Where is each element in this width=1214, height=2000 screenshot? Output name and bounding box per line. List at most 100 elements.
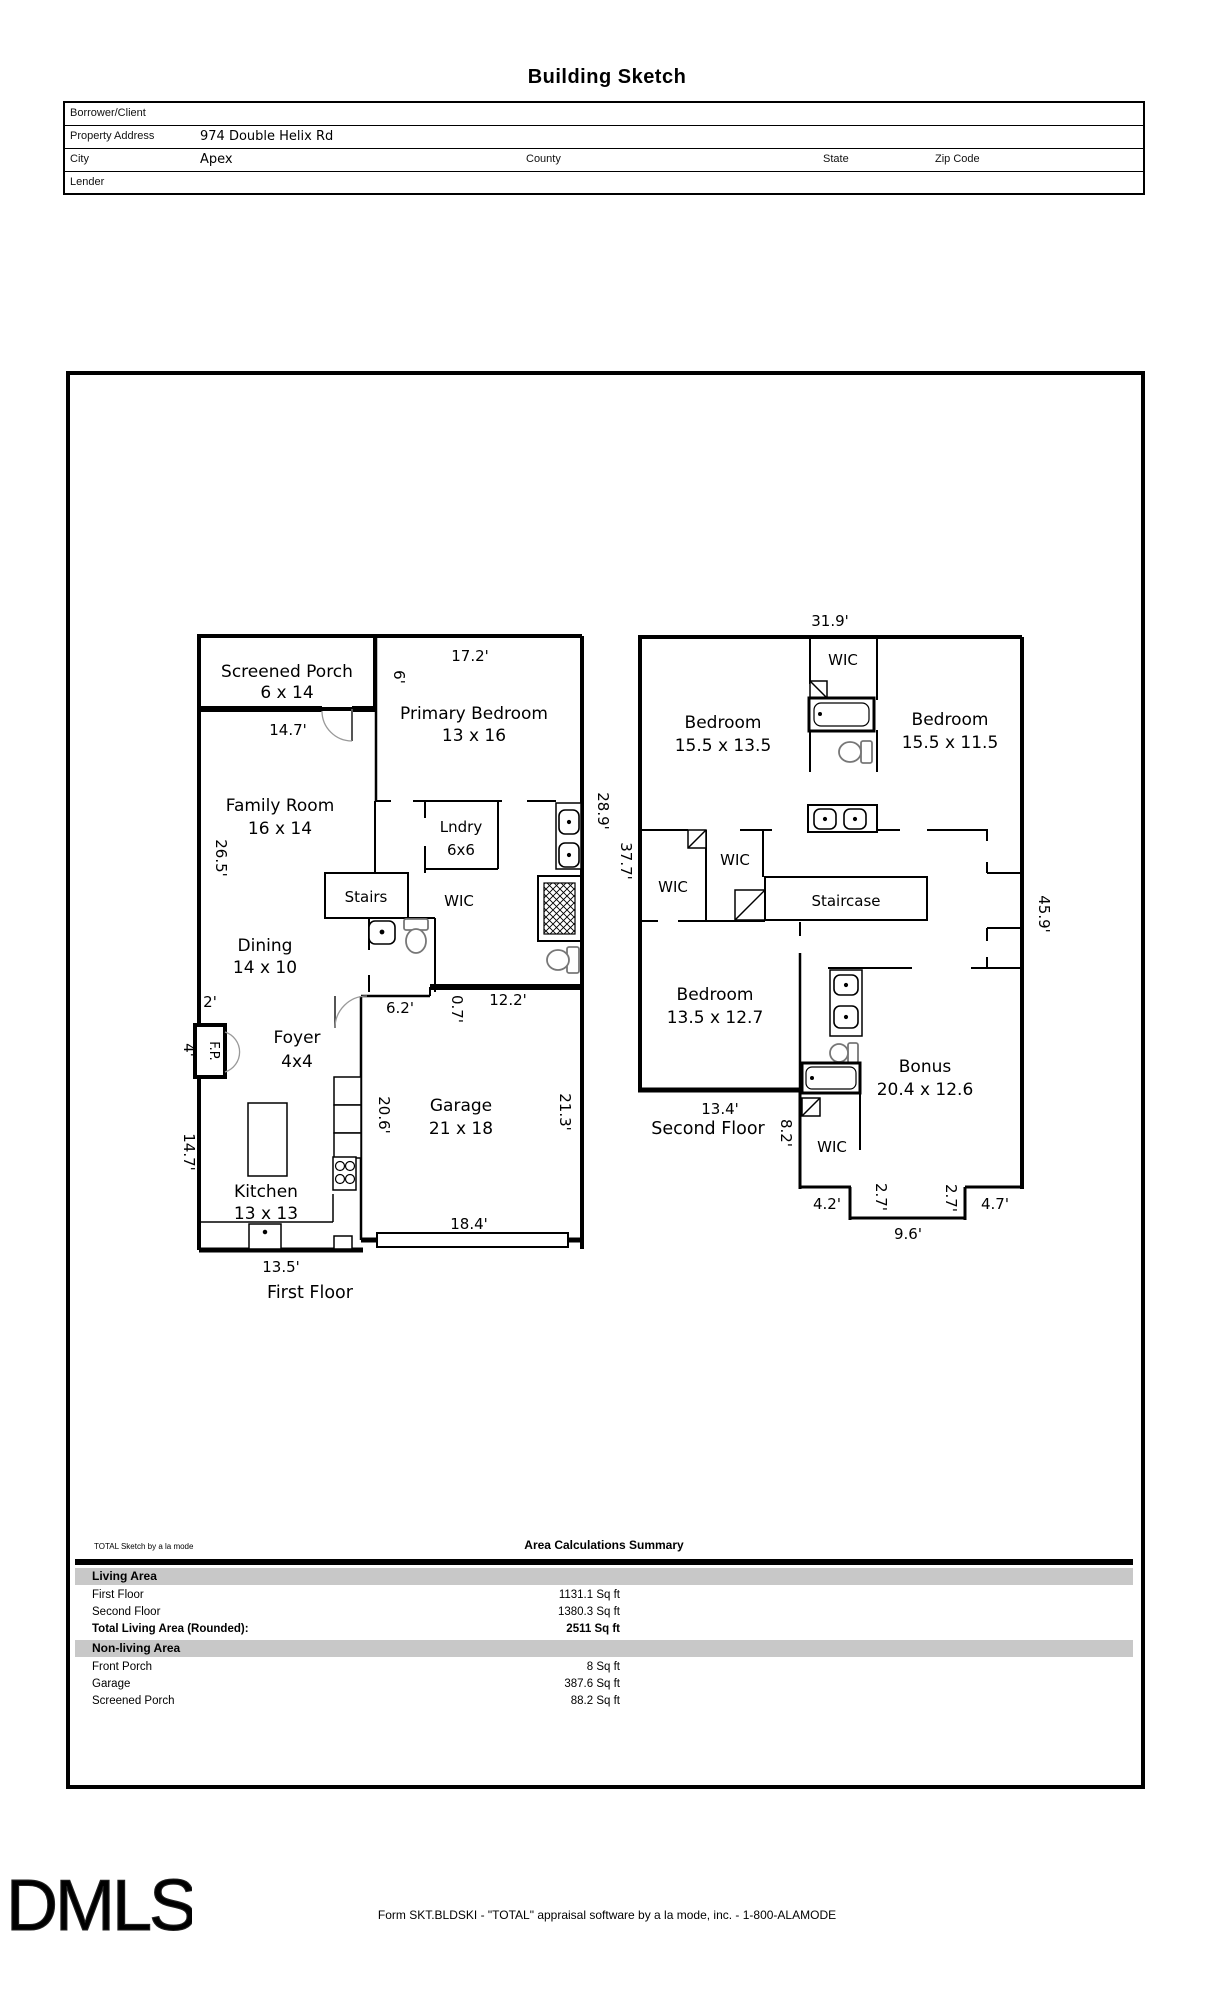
toilet-icon [403,918,429,954]
property-address-value: 974 Double Helix Rd [200,129,334,144]
summary-row-value: 1380.3 Sq ft [557,1606,620,1618]
room-dims-bonus: 20.4 x 12.6 [877,1080,974,1100]
borrower-row: Borrower/Client [65,103,1143,126]
summary-row-label: Second Floor [92,1606,161,1618]
room-label-wic: WIC [444,892,474,910]
room-dims-primary-bedroom: 13 x 16 [442,726,506,746]
double-sink-icon [807,804,878,833]
stairs-box [324,872,409,919]
dim-right-upper: 28.9' [594,792,612,830]
summary-row-value: 387.6 Sq ft [564,1678,620,1690]
zip-label: Zip Code [935,153,980,165]
dim-six: 6' [390,670,408,684]
room-label-garage: Garage [430,1096,492,1116]
room-label-bedroom-b: Bedroom [912,710,989,730]
city-value: Apex [200,152,233,167]
summary-heading: Area Calculations Summary [524,1538,684,1552]
room-label-wic-left: WIC [658,878,688,896]
dim-entry: 6.2' [386,999,414,1017]
bathtub-icon [807,696,876,733]
room-dims-garage: 21 x 18 [429,1119,493,1139]
summary-row-value: 8 Sq ft [586,1661,620,1673]
dim-left-2: 37.7' [617,842,635,880]
room-label-wic-bottom: WIC [817,1138,847,1156]
room-label-primary-bedroom: Primary Bedroom [400,704,548,724]
cooktop-icon [332,1156,357,1191]
room-label-family-room: Family Room [226,796,335,816]
room-dims-foyer: 4x4 [281,1052,313,1072]
summary-row-label: Front Porch [92,1661,153,1673]
room-label-stairs: Stairs [345,888,388,906]
summary-row-label: Screened Porch [92,1695,175,1707]
room-label-lndry: Lndry [440,818,483,836]
property-info-table: Borrower/Client Property Address 974 Dou… [63,101,1145,195]
toilet-icon [546,946,580,974]
county-label: County [526,153,561,165]
lender-label: Lender [70,176,105,188]
room-label-foyer: Foyer [273,1028,320,1048]
room-dims-lndry: 6x6 [447,841,475,859]
page-title: Building Sketch [527,66,687,88]
sink-icon [248,1223,282,1250]
room-dims-bedroom-c: 13.5 x 12.7 [667,1008,764,1028]
dim-seg-d: 4.7' [981,1195,1009,1213]
city-label: City [70,153,89,165]
bathtub-icon [800,1061,862,1095]
room-label-fireplace: F.P. [206,1041,221,1060]
borrower-label: Borrower/Client [70,107,146,119]
sink-icon [368,920,396,945]
dim-top-width: 17.2' [451,647,489,665]
sketch-outer-box [66,371,1145,1789]
room-dims-kitchen: 13 x 13 [234,1204,298,1224]
dim-seg-a: 4.2' [813,1195,841,1213]
state-label: State [823,153,849,165]
dim-seg-b: 2.7' [872,1183,890,1211]
dim-seg-e: 9.6' [894,1225,922,1243]
dim-bottom-width-2: 13.4' [701,1100,739,1118]
dim-garage-door: 18.4' [450,1215,488,1233]
dim-garage-top: 12.2' [489,991,527,1009]
first-floor-labels: Screened Porch 6 x 14 14.7' 17.2' 6' Pri… [180,647,612,1303]
closet-shelf-icon [687,680,828,1117]
room-dims-bedroom-b: 15.5 x 11.5 [902,733,999,753]
dim-four: 4' [180,1043,198,1057]
room-label-kitchen: Kitchen [234,1182,298,1202]
dim-garage-right: 21.3' [556,1093,574,1131]
dim-porch-bottom: 14.7' [269,721,307,739]
shower-icon [537,875,582,942]
room-label-bedroom-a: Bedroom [685,713,762,733]
room-label-wic-mid: WIC [720,851,750,869]
summary-row-label: First Floor [92,1589,144,1601]
room-label-wic-top: WIC [828,651,858,669]
summary-row-value: 1131.1 Sq ft [558,1589,620,1601]
summary-row-value: 88.2 Sq ft [570,1695,620,1707]
dim-hall: 20.6' [375,1096,393,1134]
door-arc-icon [334,995,368,1029]
summary-total-value: 2511 Sq ft [566,1623,620,1635]
dim-top-width-2: 31.9' [811,612,849,630]
second-floor-labels: 31.9' WIC Bedroom 15.5 x 13.5 Bedroom 15… [617,612,1053,1243]
steps-icon [333,1076,362,1250]
staircase-box [764,876,928,921]
dim-kitchen-width: 13.5' [262,1258,300,1276]
second-floor-fixtures [687,680,928,1117]
summary-total-label: Total Living Area (Rounded): [92,1623,249,1635]
dim-family-left: 26.5' [212,839,230,877]
room-label-dining: Dining [238,936,293,956]
double-sink-icon [555,802,582,870]
living-area-header: Living Area [75,1568,1133,1585]
dim-right-2: 45.9' [1035,895,1053,933]
dmls-logo: DMLS [5,1872,192,1944]
fireplace-icon [193,1023,241,1079]
room-label-screened-porch: Screened Porch [221,662,353,682]
room-label-bedroom-c: Bedroom [677,985,754,1005]
room-dims-family-room: 16 x 14 [248,819,312,839]
dim-seg-c: 2.7' [942,1184,960,1212]
door-arc-icon [321,709,353,742]
toilet-icon [838,740,873,764]
dim-stub: 8.2' [777,1119,795,1147]
room-dims-bedroom-a: 15.5 x 13.5 [675,736,772,756]
first-floor-fixtures [193,709,582,1250]
kitchen-island [247,1102,288,1177]
